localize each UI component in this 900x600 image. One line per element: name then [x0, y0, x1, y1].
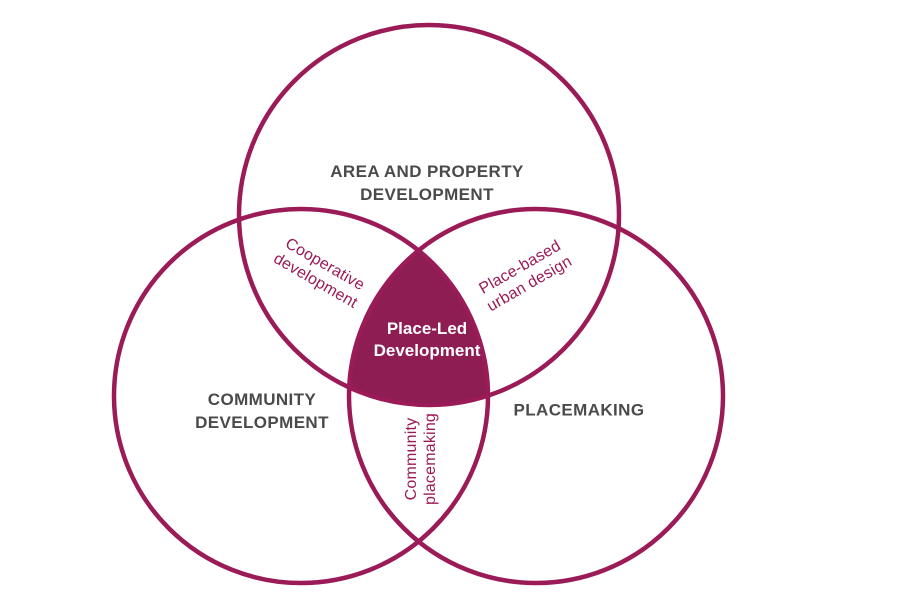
- circle-placemaking: [346, 206, 726, 586]
- label-place-led-development: Place-Led Development: [373, 318, 481, 360]
- circle-community-development: [111, 206, 491, 586]
- label-placemaking: PLACEMAKING: [513, 400, 645, 420]
- label-area-property-development: AREA AND PROPERTY DEVELOPMENT: [330, 162, 524, 204]
- label-community-placemaking: Community placemaking: [402, 412, 439, 506]
- circle-area-property-development: [236, 22, 622, 408]
- label-community-development: COMMUNITY DEVELOPMENT: [195, 390, 329, 432]
